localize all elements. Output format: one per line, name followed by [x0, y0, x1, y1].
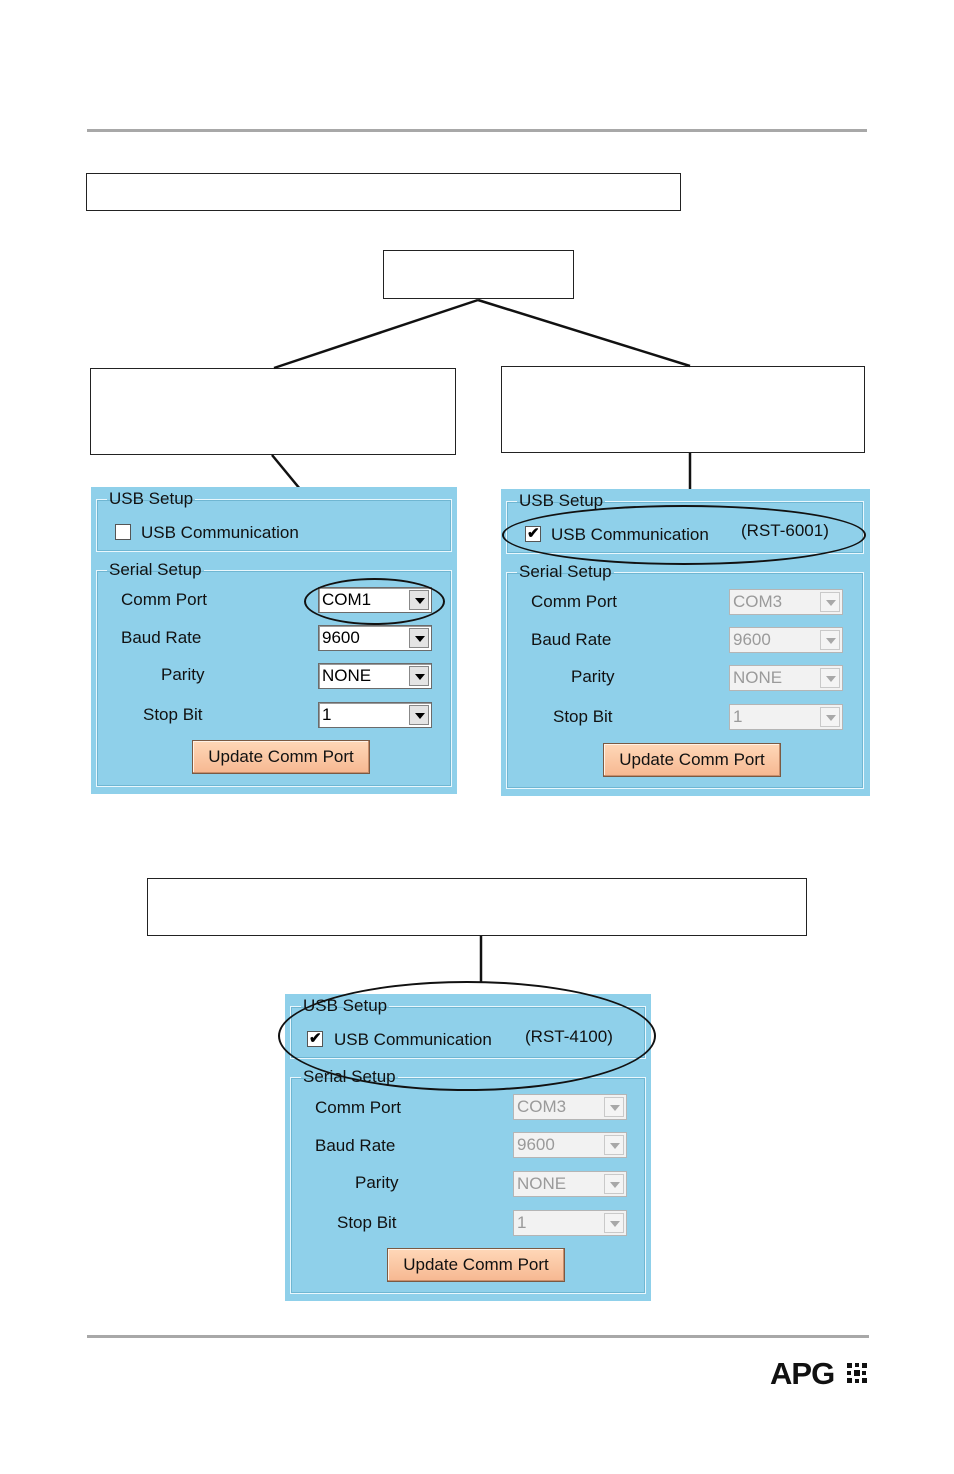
- chevron-down-icon[interactable]: [820, 707, 840, 727]
- chevron-down-icon[interactable]: [604, 1213, 624, 1233]
- baud-rate-label: Baud Rate: [315, 1136, 396, 1155]
- chevron-down-icon[interactable]: [820, 592, 840, 612]
- baud-rate-select[interactable]: 9600: [729, 627, 843, 653]
- parity-label: Parity: [355, 1173, 399, 1192]
- comm-port-label: Comm Port: [121, 590, 207, 609]
- parity-value: NONE: [322, 666, 372, 685]
- serial-setup-legend: Serial Setup: [519, 562, 612, 581]
- chevron-down-icon[interactable]: [409, 666, 429, 686]
- update-comm-port-button[interactable]: Update Comm Port: [192, 740, 370, 774]
- stop-bit-value: 1: [322, 705, 332, 724]
- apg-logo: APG: [770, 1356, 835, 1391]
- update-comm-port-button[interactable]: Update Comm Port: [387, 1248, 565, 1282]
- parity-value: NONE: [517, 1174, 567, 1193]
- usb-setup-group: USB Setup: [96, 490, 452, 552]
- header-text-box: [86, 173, 681, 211]
- chevron-down-icon[interactable]: [409, 705, 429, 725]
- parity-label: Parity: [571, 667, 615, 686]
- settings-panel-usb-off: USB Setup USB Communication Serial Setup…: [91, 487, 457, 794]
- apg-logo-grid-icon: [847, 1363, 867, 1383]
- usb-setup-legend: USB Setup: [109, 489, 194, 508]
- comm-port-select[interactable]: COM3: [513, 1094, 627, 1120]
- top-rule: [87, 129, 867, 132]
- baud-rate-value: 9600: [322, 628, 360, 647]
- usb-communication-label: USB Communication: [141, 523, 299, 542]
- usb-rst4100-highlight-ellipse: [278, 981, 656, 1091]
- comm-port-highlight-ellipse: [304, 578, 445, 625]
- chevron-down-icon[interactable]: [409, 628, 429, 648]
- baud-rate-label: Baud Rate: [531, 630, 612, 649]
- chevron-down-icon[interactable]: [604, 1097, 624, 1117]
- update-comm-port-button[interactable]: Update Comm Port: [603, 743, 781, 777]
- left-callout-box: [90, 368, 456, 455]
- baud-rate-select[interactable]: 9600: [513, 1132, 627, 1158]
- baud-rate-value: 9600: [517, 1135, 555, 1154]
- bottom-rule: [87, 1335, 869, 1338]
- stop-bit-select[interactable]: 1: [729, 704, 843, 730]
- chevron-down-icon[interactable]: [604, 1174, 624, 1194]
- chevron-down-icon[interactable]: [820, 668, 840, 688]
- usb-rst6001-highlight-ellipse: [502, 505, 866, 565]
- baud-rate-label: Baud Rate: [121, 628, 202, 647]
- usb-communication-checkbox[interactable]: [115, 524, 131, 540]
- comm-port-value: COM3: [517, 1097, 567, 1116]
- baud-rate-select[interactable]: 9600: [318, 625, 432, 651]
- comm-port-label: Comm Port: [315, 1098, 401, 1117]
- comm-port-select[interactable]: COM3: [729, 589, 843, 615]
- chevron-down-icon[interactable]: [604, 1135, 624, 1155]
- serial-setup-group: Serial Setup: [96, 561, 452, 787]
- serial-setup-legend: Serial Setup: [109, 560, 202, 579]
- baud-rate-value: 9600: [733, 630, 771, 649]
- chevron-down-icon[interactable]: [820, 630, 840, 650]
- connector-root-left: [273, 298, 479, 370]
- stop-bit-value: 1: [517, 1213, 527, 1232]
- stop-bit-label: Stop Bit: [337, 1213, 397, 1232]
- stop-bit-label: Stop Bit: [143, 705, 203, 724]
- connector-root-right: [477, 298, 691, 368]
- stop-bit-select[interactable]: 1: [513, 1210, 627, 1236]
- stop-bit-select[interactable]: 1: [318, 702, 432, 728]
- stop-bit-value: 1: [733, 707, 743, 726]
- root-callout-box: [383, 250, 574, 299]
- stop-bit-label: Stop Bit: [553, 707, 613, 726]
- parity-select[interactable]: NONE: [729, 665, 843, 691]
- usb-setup-legend: USB Setup: [519, 491, 604, 510]
- comm-port-value: COM3: [733, 592, 783, 611]
- parity-select[interactable]: NONE: [318, 663, 432, 689]
- right-callout-box: [501, 366, 865, 453]
- comm-port-label: Comm Port: [531, 592, 617, 611]
- parity-select[interactable]: NONE: [513, 1171, 627, 1197]
- bottom-callout-box: [147, 878, 807, 936]
- parity-value: NONE: [733, 668, 783, 687]
- parity-label: Parity: [161, 665, 205, 684]
